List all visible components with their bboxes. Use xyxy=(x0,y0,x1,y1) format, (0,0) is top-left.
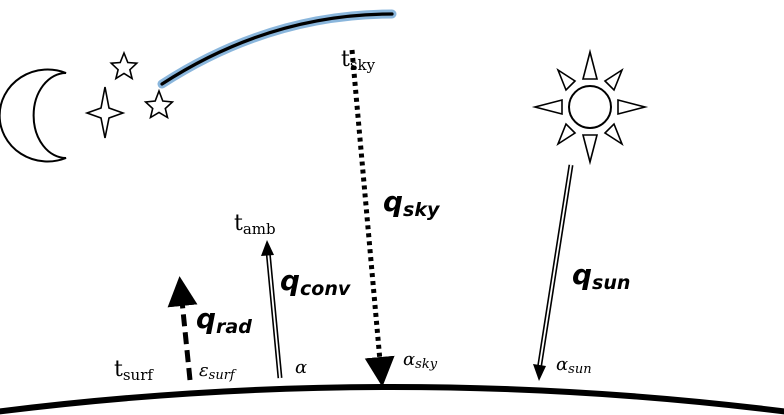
star-icon xyxy=(146,91,173,118)
ground-surface xyxy=(0,387,784,412)
label-t-sky: tsky xyxy=(341,47,376,74)
q-sun-arrow xyxy=(533,165,571,381)
label-eps-surf: εsurf xyxy=(199,360,237,383)
moon-icon xyxy=(0,70,66,162)
label-t-amb: tamb xyxy=(234,211,276,238)
label-alpha: α xyxy=(295,357,307,378)
q-conv-arrow xyxy=(261,240,280,378)
q-sky-arrow xyxy=(352,50,381,372)
label-q-conv: qconv xyxy=(280,264,351,300)
label-t-surf: tsurf xyxy=(114,357,154,384)
sun-icon xyxy=(535,52,645,162)
label-alpha-sky: αsky xyxy=(403,349,438,372)
star-icon xyxy=(87,87,123,138)
q-rad-arrow xyxy=(181,291,190,380)
star-icon xyxy=(111,53,137,79)
label-q-sun: qsun xyxy=(572,258,630,294)
label-q-rad: qrad xyxy=(196,302,252,338)
label-q-sky: qsky xyxy=(383,185,441,221)
label-alpha-sun: αsun xyxy=(556,354,592,377)
